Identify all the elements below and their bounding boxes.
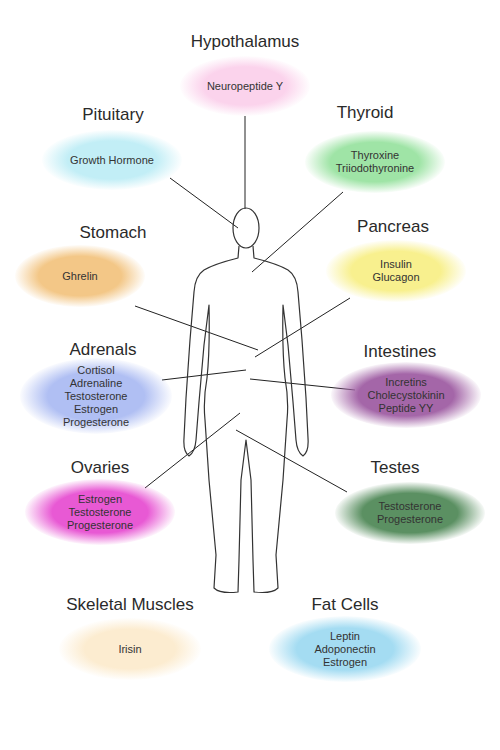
hormone-list: EstrogenTestosteroneProgesterone <box>25 479 175 545</box>
gland-name: Pancreas <box>308 217 478 237</box>
gland-name: Intestines <box>315 342 485 362</box>
gland-node: Skeletal MusclesIrisin <box>45 595 215 680</box>
hormone-name: Testosterone <box>65 390 128 403</box>
head-outline <box>233 208 259 248</box>
hormone-name: Incretins <box>385 376 427 389</box>
hormone-name: Peptide YY <box>379 402 434 415</box>
hormone-list: Irisin <box>59 618 201 680</box>
gland-node: OvariesEstrogenTestosteroneProgesterone <box>15 458 185 545</box>
hormone-name: Thyroxine <box>351 149 399 162</box>
hormone-name: Estrogen <box>323 656 367 669</box>
hormone-name: Leptin <box>330 630 360 643</box>
gland-node: Fat CellsLeptinAdoponectinEstrogen <box>260 595 430 682</box>
leader-line <box>236 430 347 492</box>
hormone-list: Neuropeptide Y <box>180 56 310 116</box>
gland-node: IntestinesIncretinsCholecystokininPeptid… <box>315 342 485 428</box>
hormone-name: Cholecystokinin <box>367 389 444 402</box>
hormone-name: Glucagon <box>372 271 419 284</box>
hormone-list: ThyroxineTriiodothyronine <box>305 131 445 193</box>
hormone-name: Insulin <box>380 258 412 271</box>
gland-name: Stomach <box>28 223 198 243</box>
hormone-name: Adoponectin <box>314 643 375 656</box>
gland-name: Pituitary <box>28 105 198 125</box>
hormone-list: CortisolAdrenalineTestosteroneEstrogenPr… <box>20 358 172 434</box>
leader-line <box>145 413 240 488</box>
leader-line <box>170 178 238 228</box>
hormone-name: Irisin <box>118 643 141 656</box>
gland-name: Fat Cells <box>260 595 430 615</box>
gland-node: TestesTestosteroneProgesterone <box>310 458 485 544</box>
gland-name: Thyroid <box>280 103 450 123</box>
leader-line <box>162 370 246 380</box>
gland-name: Skeletal Muscles <box>45 595 215 615</box>
hormone-name: Ghrelin <box>62 270 97 283</box>
hormone-name: Adrenaline <box>70 377 123 390</box>
gland-node: PituitaryGrowth Hormone <box>28 105 198 190</box>
hormone-name: Progesterone <box>377 513 443 526</box>
hormone-list: InsulinGlucagon <box>326 240 466 302</box>
hormone-name: Estrogen <box>74 403 118 416</box>
hormone-name: Neuropeptide Y <box>207 80 283 93</box>
body-outline <box>184 246 308 593</box>
hormone-name: Testosterone <box>379 500 442 513</box>
hormone-name: Progesterone <box>67 519 133 532</box>
hormone-name: Testosterone <box>69 506 132 519</box>
hormone-name: Cortisol <box>77 364 114 377</box>
gland-node: StomachGhrelin <box>15 223 198 307</box>
gland-name: Adrenals <box>18 340 188 360</box>
hormone-name: Triiodothyronine <box>336 162 414 175</box>
hormone-list: Ghrelin <box>15 245 145 307</box>
hormone-name: Growth Hormone <box>70 154 154 167</box>
gland-node: AdrenalsCortisolAdrenalineTestosteroneEs… <box>18 340 188 434</box>
gland-name: Ovaries <box>15 458 185 478</box>
hormone-list: Growth Hormone <box>42 130 182 190</box>
leader-line <box>245 116 246 209</box>
hormone-list: IncretinsCholecystokininPeptide YY <box>331 362 481 428</box>
hormone-list: TestosteroneProgesterone <box>335 482 485 544</box>
gland-node: HypothalamusNeuropeptide Y <box>160 32 330 116</box>
leader-line <box>135 306 258 350</box>
gland-node: PancreasInsulinGlucagon <box>308 217 478 302</box>
gland-name: Hypothalamus <box>160 32 330 52</box>
gland-name: Testes <box>310 458 480 478</box>
hormone-name: Progesterone <box>63 416 129 429</box>
hormone-list: LeptinAdoponectinEstrogen <box>269 616 421 682</box>
gland-node: ThyroidThyroxineTriiodothyronine <box>280 103 450 193</box>
human-outline <box>184 208 308 593</box>
hormone-name: Estrogen <box>78 493 122 506</box>
